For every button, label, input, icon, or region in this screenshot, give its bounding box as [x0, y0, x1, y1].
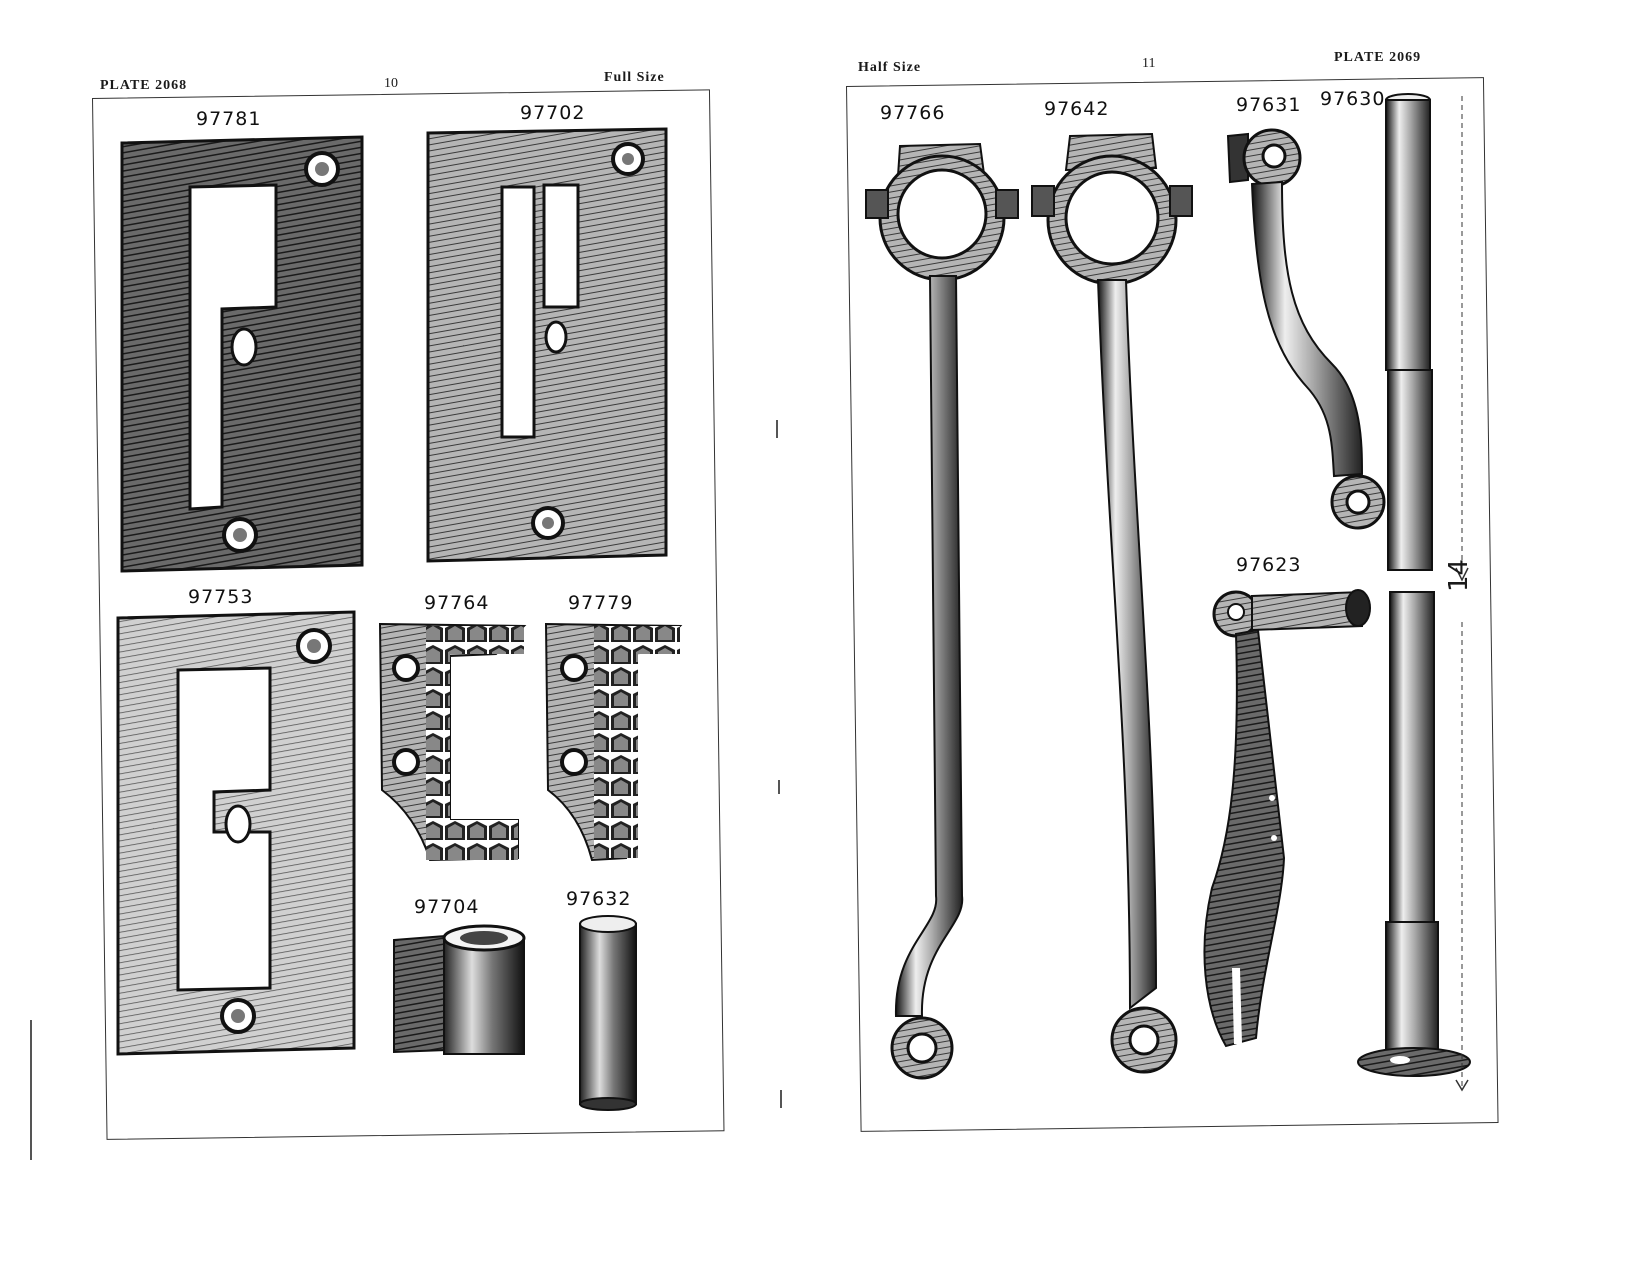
part-label-97753: 97753: [188, 586, 254, 608]
part-label-97766: 97766: [880, 102, 946, 124]
part-label-97781: 97781: [196, 108, 262, 130]
throat-plate-97753: [116, 610, 356, 1056]
lever-97623: [1203, 589, 1371, 1048]
part-label-97630: 97630: [1320, 88, 1386, 110]
left-page-number: 10: [384, 76, 398, 91]
part-label-97704: 97704: [414, 896, 480, 918]
gutter-mark: [780, 1090, 782, 1108]
right-page-number: 11: [1142, 56, 1156, 71]
part-label-97764: 97764: [424, 592, 490, 614]
part-label-97779: 97779: [568, 592, 634, 614]
right-scale-label: Half Size: [858, 60, 922, 75]
left-scale-label: Full Size: [604, 70, 665, 85]
part-label-97642: 97642: [1044, 98, 1110, 120]
connecting-rod-97766: [865, 142, 1019, 1080]
feed-dog-97764: [378, 622, 527, 862]
edge-mark: [30, 1020, 32, 1160]
connecting-rod-97642: [1031, 132, 1193, 1074]
left-plate-title: PLATE 2068: [100, 78, 188, 93]
throat-plate-97702: [426, 127, 668, 563]
part-label-97632: 97632: [566, 888, 632, 910]
right-plate-title: PLATE 2069: [1334, 50, 1422, 65]
pin-97632: [579, 915, 637, 1111]
crank-97631: [1226, 128, 1386, 530]
dimension-label: 14: [1444, 558, 1474, 592]
gutter-mark: [776, 420, 778, 438]
bushing-97704: [393, 924, 526, 1055]
gutter-mark: [778, 780, 780, 794]
part-label-97623: 97623: [1236, 554, 1302, 576]
part-label-97631: 97631: [1236, 94, 1302, 116]
part-label-97702: 97702: [520, 102, 586, 124]
throat-plate-97781: [120, 135, 364, 573]
shaft-97630: [1357, 93, 1471, 1092]
feed-dog-97779: [544, 622, 683, 862]
